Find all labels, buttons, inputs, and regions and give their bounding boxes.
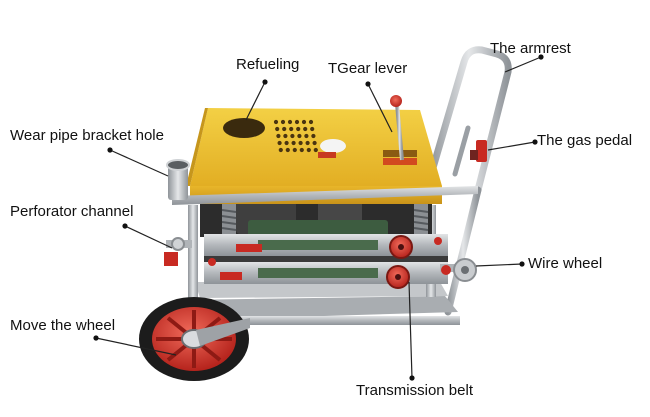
label-move-wheel: Move the wheel	[10, 317, 116, 334]
vent-hole	[278, 147, 283, 153]
label-transmission-belt: Transmission belt	[356, 382, 473, 399]
leader-perforator	[124, 225, 173, 249]
vent-hole	[282, 126, 287, 132]
label-wire-wheel: Wire wheel	[528, 255, 603, 272]
vent-hole	[283, 133, 288, 139]
leader-gear-lever	[367, 83, 393, 133]
label-gas-pedal: The gas pedal	[537, 132, 633, 149]
label-armrest: The armrest	[490, 40, 571, 57]
refueling-hole	[223, 118, 265, 138]
vent-grid	[273, 119, 318, 153]
armrest-handle	[426, 46, 512, 316]
vent-hole	[292, 147, 297, 153]
leader-transmission-belt	[408, 281, 413, 379]
vent-hole	[284, 140, 289, 146]
label-perforator-channel: Perforator channel	[10, 203, 134, 220]
vent-hole	[285, 147, 290, 153]
leader-bracket-hole	[109, 149, 169, 177]
vent-hole	[290, 133, 295, 139]
leader-wire-wheel	[475, 263, 523, 267]
vent-hole	[311, 133, 316, 139]
vent-hole	[298, 140, 303, 146]
label-bracket-hole: Wear pipe bracket hole	[10, 127, 164, 144]
move-wheel	[139, 297, 250, 381]
wear-pipe-bracket	[168, 164, 188, 200]
gear-lever	[390, 95, 404, 161]
vent-hole	[277, 140, 282, 146]
leader-gas-pedal	[487, 141, 536, 151]
vent-hole	[310, 126, 315, 132]
wire-wheel	[440, 258, 477, 282]
vent-hole	[287, 119, 293, 125]
leader-armrest	[504, 56, 542, 73]
vent-hole	[299, 147, 304, 153]
gas-pedal	[470, 140, 487, 162]
label-gear-lever: TGear lever	[328, 60, 408, 77]
vent-hole	[305, 140, 310, 146]
base-frame	[178, 205, 460, 325]
leader-move-wheel	[95, 337, 177, 356]
perforator-channel	[164, 237, 192, 266]
vent-hole	[291, 140, 296, 146]
vent-hole	[275, 126, 280, 132]
leader-refueling	[245, 81, 266, 121]
vent-hole	[304, 133, 309, 139]
vent-hole	[303, 126, 308, 132]
vent-hole	[296, 126, 301, 132]
transmission-belt-assembly	[204, 234, 448, 289]
top-crossbar	[166, 159, 478, 205]
vent-hole	[297, 133, 302, 139]
vent-hole	[294, 119, 300, 125]
leader-lines	[93, 54, 544, 381]
vent-hole	[313, 147, 318, 153]
vent-hole	[280, 119, 286, 125]
label-refueling: Refueling	[236, 56, 300, 73]
vent-hole	[276, 133, 281, 139]
vent-hole	[308, 119, 314, 125]
vent-hole	[312, 140, 317, 146]
vent-hole	[289, 126, 294, 132]
vent-hole	[301, 119, 307, 125]
vent-hole	[273, 119, 279, 125]
vent-hole	[306, 147, 311, 153]
springs	[221, 204, 429, 236]
